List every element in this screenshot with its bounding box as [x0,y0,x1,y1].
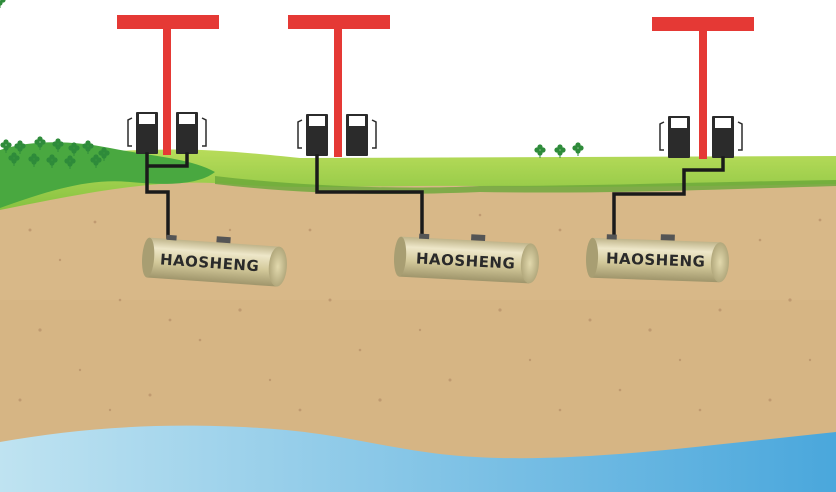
clover-cluster-right [534,142,584,158]
clover-icon [0,0,6,8]
grass-strip [0,149,836,210]
fuel-dispenser-icon [127,112,158,154]
fuel-pipe [612,156,725,242]
storage-tank-icon: HAOSHENG [586,234,729,283]
fuel-dispenser-icon [346,114,377,156]
canopy-icon [117,15,219,155]
station-3: HAOSHENG [586,17,754,283]
storage-tank-icon: HAOSHENG [394,233,539,284]
station-2: HAOSHENG [288,15,539,284]
fuel-dispenser-icon [176,112,207,154]
fuel-pipe [145,152,189,246]
station-1: HAOSHENG [117,15,287,287]
fuel-dispenser-icon [659,116,690,158]
canopy-icon [288,15,390,157]
fuel-dispenser-icon [712,116,743,158]
canopy-icon [652,17,754,159]
storage-tank-icon: HAOSHENG [142,234,287,287]
fuel-pipe [315,154,424,242]
groundwater [0,425,836,492]
fuel-dispenser-icon [297,114,328,156]
grass-edge [215,176,836,194]
tank-label: HAOSHENG [606,249,706,270]
tank-label: HAOSHENG [416,249,516,272]
